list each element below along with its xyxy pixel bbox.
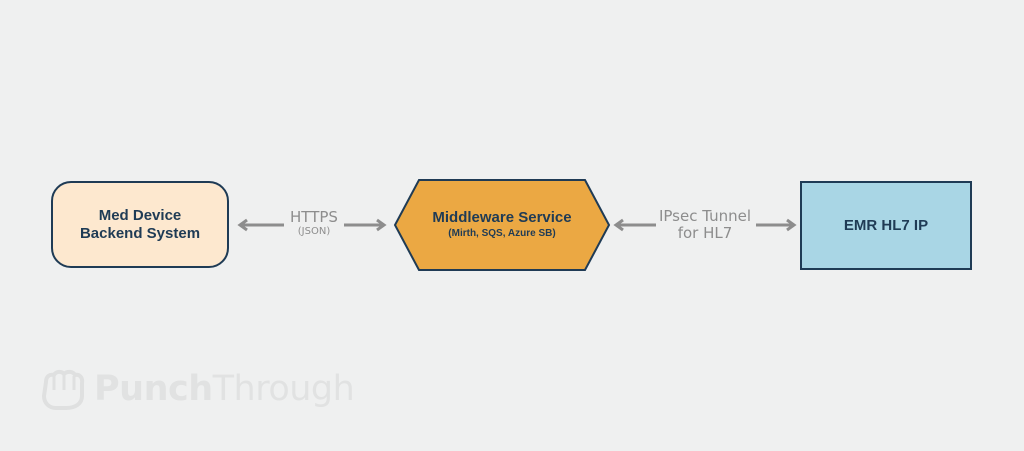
emr-hl7-ip-node: [800, 181, 972, 270]
med-device-line1: Med Device: [98, 206, 182, 224]
arrow-left-icon: [237, 218, 284, 232]
med-device-line2: Backend System: [79, 224, 201, 242]
middleware-service-label: Middleware Service (Mirth, SQS, Azure SB…: [392, 178, 612, 272]
json-sublabel: (JSON): [297, 226, 331, 237]
arrow-right-icon: [756, 218, 797, 232]
middleware-title: Middleware Service: [432, 209, 572, 226]
brand-bold: Punch: [94, 369, 213, 409]
brand-light: Through: [212, 369, 355, 409]
punchthrough-logo: PunchThrough: [40, 368, 355, 410]
ipsec-edge-label: IPsec Tunnel for HL7: [652, 208, 758, 242]
https-edge-label: HTTPS (JSON): [284, 208, 344, 238]
ipsec-line1: IPsec Tunnel: [658, 207, 752, 225]
emr-title: EMR HL7 IP: [843, 217, 929, 234]
fist-logo-icon: [41, 369, 85, 410]
med-device-backend-node: [51, 181, 229, 268]
emr-hl7-ip-label: EMR HL7 IP: [800, 181, 972, 270]
middleware-service-node: [393, 179, 611, 271]
med-device-backend-label: Med Device Backend System: [51, 181, 229, 268]
https-label: HTTPS: [290, 208, 338, 226]
middleware-subtitle: (Mirth, SQS, Azure SB): [448, 228, 556, 239]
arrow-right-icon: [344, 218, 387, 232]
brand-name: PunchThrough: [94, 369, 355, 409]
ipsec-line2: for HL7: [677, 224, 733, 242]
arrow-left-icon: [613, 218, 656, 232]
